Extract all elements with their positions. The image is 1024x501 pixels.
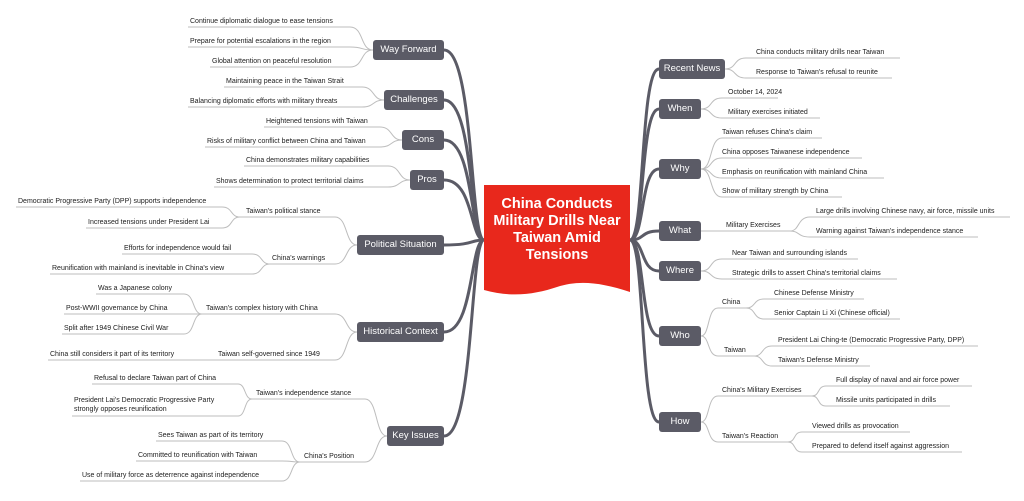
sub-who-taiwan: Taiwan <box>724 347 746 354</box>
leaf-position-1: Sees Taiwan as part of its territory <box>158 432 264 439</box>
leaf-history-1: Was a Japanese colony <box>98 285 173 292</box>
leaf-pros-2: Shows determination to protect territori… <box>216 178 364 185</box>
branch-how[interactable]: How <box>659 412 701 432</box>
sub-self-governed: Taiwan self-governed since 1949 <box>218 351 320 358</box>
leaf-way-forward-1: Continue diplomatic dialogue to ease ten… <box>190 18 333 25</box>
leaf-position-3: Use of military force as deterrence agai… <box>82 472 260 479</box>
sub-military-exercises: Military Exercises <box>726 222 781 229</box>
leaf-independence-2: President Lai's Democratic Progressive P… <box>74 397 215 413</box>
leaf-way-forward-2: Prepare for potential escalations in the… <box>190 38 331 45</box>
leaf-way-forward-3: Global attention on peaceful resolution <box>212 58 332 65</box>
leaf-how-taiwan-1: Viewed drills as provocation <box>812 423 899 430</box>
leaf-when-1: October 14, 2024 <box>728 89 783 96</box>
branch-key-issues[interactable]: Key Issues <box>387 426 444 446</box>
sub-independence-stance: Taiwan's independence stance <box>256 390 352 397</box>
sub-china-warnings: China's warnings <box>272 255 326 262</box>
leaf-political-stance-2: Increased tensions under President Lai <box>88 219 210 226</box>
leaf-when-2: Military exercises initiated <box>728 109 808 116</box>
leaf-how-taiwan-2: Prepared to defend itself against aggres… <box>812 443 949 450</box>
branch-historical-context[interactable]: Historical Context <box>357 322 444 342</box>
sub-political-stance: Taiwan's political stance <box>246 208 321 215</box>
leaf-why-4: Show of military strength by China <box>722 188 829 195</box>
leaf-how-china-1: Full display of naval and air force powe… <box>836 377 960 384</box>
leaf-history-3: Split after 1949 Chinese Civil War <box>64 325 169 332</box>
branch-who[interactable]: Who <box>659 326 701 346</box>
leaf-where-2: Strategic drills to assert China's terri… <box>732 270 881 277</box>
sub-china-position: China's Position <box>304 453 354 460</box>
branch-political-situation[interactable]: Political Situation <box>357 235 444 255</box>
sub-complex-history: Taiwan's complex history with China <box>206 305 318 312</box>
branch-why[interactable]: Why <box>659 159 701 179</box>
leaf-why-2: China opposes Taiwanese independence <box>722 149 850 156</box>
branch-recent-news[interactable]: Recent News <box>659 59 725 79</box>
leaf-china-warnings-2: Reunification with mainland is inevitabl… <box>52 265 225 272</box>
leaf-recent-news-1: China conducts military drills near Taiw… <box>756 49 885 56</box>
sub-how-taiwan: Taiwan's Reaction <box>722 433 779 440</box>
sub-who-china: China <box>722 299 741 306</box>
leaf-what-2: Warning against Taiwan's independence st… <box>816 228 964 235</box>
branch-way-forward[interactable]: Way Forward <box>373 40 444 60</box>
leaf-political-stance-1: Democratic Progressive Party (DPP) suppo… <box>18 198 207 205</box>
leaf-where-1: Near Taiwan and surrounding islands <box>732 250 848 257</box>
leaf-pros-1: China demonstrates military capabilities <box>246 157 370 164</box>
leaf-challenges-2: Balancing diplomatic efforts with milita… <box>190 98 338 105</box>
leaf-why-1: Taiwan refuses China's claim <box>722 129 813 136</box>
branch-pros[interactable]: Pros <box>410 170 444 190</box>
sub-how-china: China's Military Exercises <box>722 387 802 394</box>
leaf-who-taiwan-1: President Lai Ching-te (Democratic Progr… <box>778 337 965 344</box>
leaf-who-china-2: Senior Captain Li Xi (Chinese official) <box>774 310 890 317</box>
center-topic: China Conducts Military Drills Near Taiw… <box>493 196 621 263</box>
leaf-cons-2: Risks of military conflict between China… <box>207 138 366 145</box>
branch-challenges[interactable]: Challenges <box>384 90 444 110</box>
branch-what[interactable]: What <box>659 221 701 241</box>
leaf-why-3: Emphasis on reunification with mainland … <box>722 169 868 176</box>
leaf-what-1: Large drills involving Chinese navy, air… <box>816 208 995 215</box>
branch-where[interactable]: Where <box>659 261 701 281</box>
leaf-how-china-2: Missile units participated in drills <box>836 397 936 404</box>
leaf-cons-1: Heightened tensions with Taiwan <box>266 118 368 125</box>
branch-cons[interactable]: Cons <box>402 130 444 150</box>
leaf-independence-1: Refusal to declare Taiwan part of China <box>94 375 217 382</box>
leaf-who-china-1: Chinese Defense Ministry <box>774 290 854 297</box>
center-banner <box>484 185 630 295</box>
leaf-challenges-1: Maintaining peace in the Taiwan Strait <box>226 78 344 85</box>
leaf-china-warnings-1: Efforts for independence would fail <box>124 245 232 252</box>
leaf-self-governed-1: China still considers it part of its ter… <box>50 351 175 358</box>
leaf-who-taiwan-2: Taiwan's Defense Ministry <box>778 357 859 364</box>
leaf-recent-news-2: Response to Taiwan's refusal to reunite <box>756 69 878 76</box>
leaf-history-2: Post-WWII governance by China <box>66 305 168 312</box>
branch-when[interactable]: When <box>659 99 701 119</box>
leaf-position-2: Committed to reunification with Taiwan <box>138 452 258 459</box>
